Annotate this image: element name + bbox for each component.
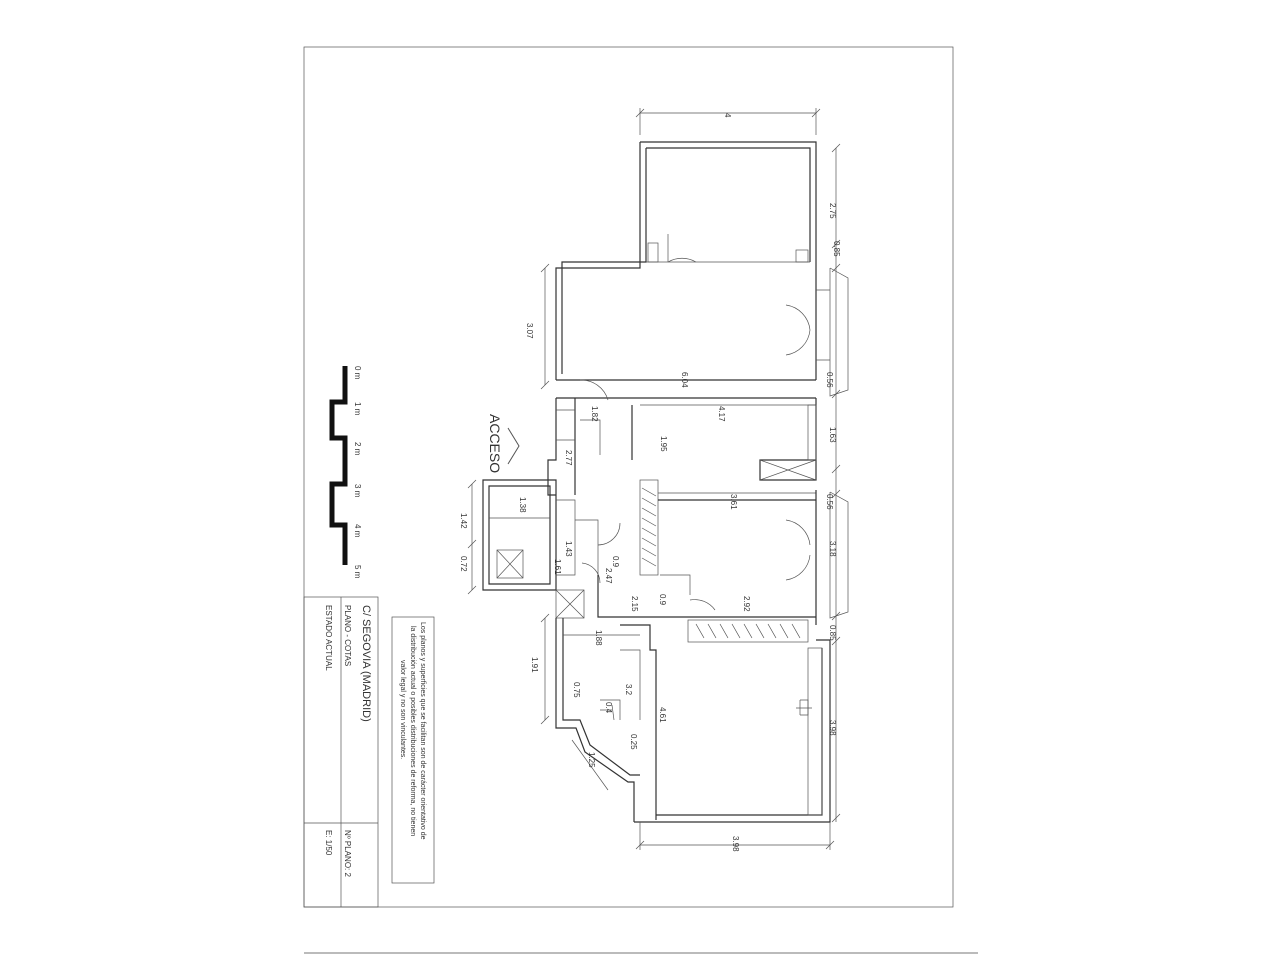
note-line-3: valor legal y no son vinculantes. bbox=[399, 660, 406, 759]
dim-0-9-a: 0.9 bbox=[611, 556, 620, 568]
dimension-lines bbox=[467, 108, 841, 850]
note-line-1: Los planos y superficies que se facilita… bbox=[419, 622, 426, 840]
dim-0-56-a: 0.56 bbox=[825, 372, 834, 388]
dim-1-82: 1.82 bbox=[590, 406, 599, 422]
dim-1-95: 1.95 bbox=[659, 436, 668, 452]
title-scale: E: 1/50 bbox=[324, 830, 333, 856]
dim-3-98-right: 3.98 bbox=[828, 720, 837, 736]
scale-label-0: 0 m bbox=[353, 366, 362, 380]
dim-1-88: 1.88 bbox=[594, 630, 603, 646]
dim-4-17: 4.17 bbox=[717, 406, 726, 422]
access-marker: ACCESO bbox=[487, 414, 520, 473]
sheet-border bbox=[303, 46, 954, 908]
title-address: C/ SEGOVIA (MADRID) bbox=[360, 605, 372, 722]
dim-2-77: 2.77 bbox=[564, 450, 573, 466]
dim-0-56-b: 0.56 bbox=[825, 494, 834, 510]
dim-3-07: 3.07 bbox=[525, 323, 534, 339]
dim-3-2: 3.2 bbox=[624, 684, 633, 696]
dim-4-61: 4.61 bbox=[658, 707, 667, 723]
dim-1-25: 1.25 bbox=[587, 752, 596, 768]
dim-3-61: 3.61 bbox=[729, 494, 738, 510]
wardrobe-hatch-2 bbox=[695, 623, 801, 639]
dim-2-75: 2.75 bbox=[828, 203, 837, 219]
dim-2-92: 2.92 bbox=[742, 596, 751, 612]
dim-0-25: 0.25 bbox=[629, 734, 638, 750]
dim-2-47: 2.47 bbox=[604, 568, 613, 584]
dim-0-75: 0.75 bbox=[572, 682, 581, 698]
title-block: C/ SEGOVIA (MADRID) PLANO - COTAS ESTADO… bbox=[303, 596, 379, 908]
access-label: ACCESO bbox=[487, 414, 503, 473]
title-status: ESTADO ACTUAL bbox=[324, 605, 333, 671]
disclaimer-note: Los planos y superficies que se facilita… bbox=[391, 616, 435, 884]
dim-1-42: 1.42 bbox=[459, 513, 468, 529]
dim-2-15: 2.15 bbox=[630, 596, 639, 612]
scale-label-4: 4 m bbox=[353, 524, 362, 538]
dim-3-18: 3.18 bbox=[828, 541, 837, 557]
floor-plan bbox=[482, 141, 849, 823]
scale-bar: 0 m 1 m 2 m 3 m 4 m 5 m bbox=[329, 366, 362, 579]
scale-label-2: 2 m bbox=[353, 442, 362, 456]
title-plan-type: PLANO - COTAS bbox=[343, 605, 352, 666]
dim-1-91: 1.91 bbox=[530, 657, 539, 673]
scale-label-5: 5 m bbox=[353, 565, 362, 579]
dim-1-43: 1.43 bbox=[564, 541, 573, 557]
note-line-2: la distribución actual o posibles distri… bbox=[409, 626, 416, 836]
dim-3-98-bottom: 3.98 bbox=[731, 836, 740, 852]
wardrobe-hatch-1 bbox=[641, 487, 657, 567]
dimension-labels: 4 2.75 0.85 3.07 6.04 0.56 1.82 4.17 1.6… bbox=[459, 113, 841, 852]
dim-0-72: 0.72 bbox=[459, 556, 468, 572]
dim-0-85-top: 0.85 bbox=[832, 241, 841, 257]
dim-1-63: 1.63 bbox=[828, 427, 837, 443]
dim-1-38: 1.38 bbox=[518, 497, 527, 513]
dim-0-9-b: 0.9 bbox=[658, 594, 667, 606]
dim-6-04: 6.04 bbox=[680, 372, 689, 388]
scale-label-1: 1 m bbox=[353, 402, 362, 416]
dim-top-width: 4 bbox=[723, 113, 732, 118]
scale-label-3: 3 m bbox=[353, 484, 362, 498]
title-plan-number: Nº PLANO: 2 bbox=[343, 830, 352, 877]
dim-1-61: 1.61 bbox=[553, 559, 562, 575]
dim-0-85-bottom: 0.85 bbox=[828, 625, 837, 641]
dim-0-4: 0.4 bbox=[604, 702, 613, 714]
